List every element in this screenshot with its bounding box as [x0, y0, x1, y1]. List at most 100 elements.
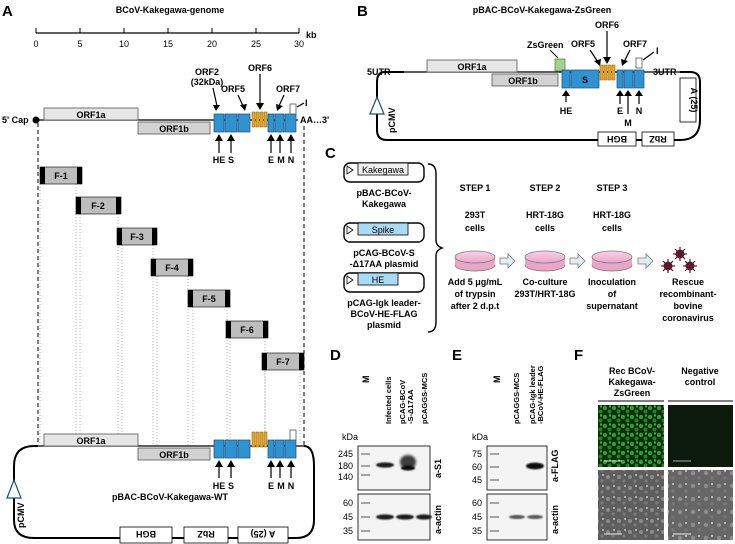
orf6-label: ORF6 [248, 63, 272, 73]
orf6-bar [251, 111, 256, 128]
lane-label: pCAGGS-MCS [512, 373, 521, 424]
antibody-label: a-actin [550, 505, 560, 534]
orf1b-box [491, 73, 559, 87]
he-box [561, 69, 571, 89]
step-arrow-icon [569, 253, 586, 269]
e-label: E [617, 106, 623, 116]
orf1b-label: ORF1b [159, 450, 189, 460]
s-gene-label: S [228, 155, 234, 165]
panel-b: B pBAC-BCoV-Kakegawa-ZsGreen 5UTR 3UTR O… [357, 3, 701, 147]
fragment-label: F-7 [276, 357, 290, 367]
virus-icons [661, 247, 697, 273]
plasmid-kakegawa: Kakegawa pBAC-BCoV- Kakegawa [343, 162, 425, 209]
genome-ruler: 0 5 10 15 20 25 30 kb [33, 28, 317, 49]
plasmid-he: HE pCAG-Igk leader- BCoV-HE-FLAG plasmid [343, 272, 425, 330]
e-gene-box [267, 113, 275, 133]
marker-label: 45 [472, 512, 482, 522]
panel-c: C Kakegawa pBAC-BCoV- Kakegawa Spike pCA… [325, 145, 717, 333]
fragment-label: F-1 [54, 171, 68, 181]
orf5-label: ORF5 [221, 84, 245, 94]
virus-icon [661, 259, 675, 273]
zsgreen-label: ZsGreen [527, 40, 564, 50]
plasmid-name-line: pBAC-BCoV- [357, 188, 412, 198]
he-gene-label: HE [213, 481, 226, 491]
e-gene-label: E [268, 481, 274, 491]
ruler-unit: kb [306, 30, 317, 40]
fluorescence-image-zsgreen [598, 405, 664, 467]
blot-band [526, 462, 544, 470]
panel-d-letter: D [330, 347, 341, 364]
orf6-bar [259, 111, 264, 128]
he-gene-label: HE [213, 155, 226, 165]
fragment-f1: F-1 [39, 166, 83, 185]
rbz-label: RbZ [649, 134, 667, 144]
n-gene-box [284, 113, 297, 133]
pcmv-label: pCMV [16, 503, 26, 529]
orf1a-box [426, 59, 518, 73]
orf6-label: ORF6 [595, 20, 619, 30]
virus-icon [683, 259, 697, 273]
antibody-label: a-actin [433, 505, 443, 534]
s-label: S [582, 75, 588, 85]
plasmid-spike: Spike pCAG-BCoV-S -Δ17AA plasmid [343, 222, 425, 269]
genome-map: 5' Cap AA…3' ORF1a ORF1b ORF2 (32kDa) OR… [2, 63, 329, 165]
orf1a-label: ORF1a [457, 62, 487, 72]
virus-icon [673, 247, 687, 261]
plasmid-wt: ORF1a ORF1b HE S E M [6, 429, 315, 544]
s-gene-label: S [228, 481, 234, 491]
fragment-label: F-3 [130, 232, 144, 242]
rbz-label: RbZ [197, 529, 215, 539]
panel-b-title: pBAC-BCoV-Kakegawa-ZsGreen [473, 5, 612, 15]
marker-label: 45 [472, 475, 482, 485]
rbz-box [641, 131, 675, 147]
he-label: HE [560, 106, 573, 116]
fluorescence-image-negative [668, 405, 733, 467]
polya-label: A (25) [689, 88, 699, 113]
marker-label: 60 [472, 498, 482, 508]
orf1b-box [137, 447, 211, 461]
ruler-tick-label: 10 [119, 39, 129, 49]
fragments: F-1 F-2 F-3 F-4 F-5 [39, 166, 305, 445]
ruler-tick-label: 5 [77, 39, 82, 49]
fragment-label: F-5 [202, 294, 216, 304]
orf6-bar [255, 111, 260, 128]
blot-band [376, 462, 394, 468]
fragment-f5: F-5 [187, 289, 231, 308]
gene-arrows [215, 134, 295, 153]
panel-f: F Rec BCoV- Kakegawa- ZsGreen Negative c… [574, 347, 733, 540]
m-gene-box [274, 113, 285, 133]
plasmid-name: pBAC-BCoV-Kakegawa-WT [112, 492, 229, 502]
zsgreen-box [554, 58, 566, 72]
fragment-f7: F-7 [261, 352, 305, 371]
culture-dish-icon [524, 250, 566, 264]
kda-label: kDa [472, 432, 488, 442]
step-desc-line: 293T/HRT-18G [514, 289, 575, 299]
five-prime-cap-label: 5' Cap [2, 115, 29, 125]
pcmv-label: pCMV [387, 108, 397, 134]
plasmid-box-label: Spike [372, 225, 395, 235]
step-arrow-icon [499, 253, 516, 269]
plasmid-name-line: pCAG-Igk leader- [347, 298, 421, 308]
orf2-size-label: (32kDa) [191, 77, 224, 87]
plasmid-name-line: BCoV-HE-FLAG [351, 309, 418, 319]
step-2: STEP 2 HRT-18G cells Co-culture 293T/HRT… [514, 183, 575, 299]
orf1a-label: ORF1a [76, 436, 106, 446]
gene-arrows [215, 460, 295, 478]
lane-label: M [361, 376, 371, 384]
step-desc-line: Co-culture [523, 277, 568, 287]
fragment-f2: F-2 [75, 196, 122, 215]
ruler-tick-label: 25 [251, 39, 261, 49]
lane-label-line: -BCoV-HE-FLAG [536, 366, 545, 424]
i-label: I [305, 98, 308, 108]
i-label: I [656, 46, 659, 56]
step-cells-line: cells [602, 223, 622, 233]
i-gene-box [289, 103, 297, 115]
step-desc-line: supernatant [586, 301, 638, 311]
orf2-label: ORF2 [195, 67, 219, 77]
bracket [427, 163, 445, 333]
step-title: STEP 3 [597, 183, 628, 193]
blot-band [401, 465, 415, 471]
step-cells-line: cells [535, 223, 555, 233]
column-header-line: Negative [681, 366, 719, 376]
